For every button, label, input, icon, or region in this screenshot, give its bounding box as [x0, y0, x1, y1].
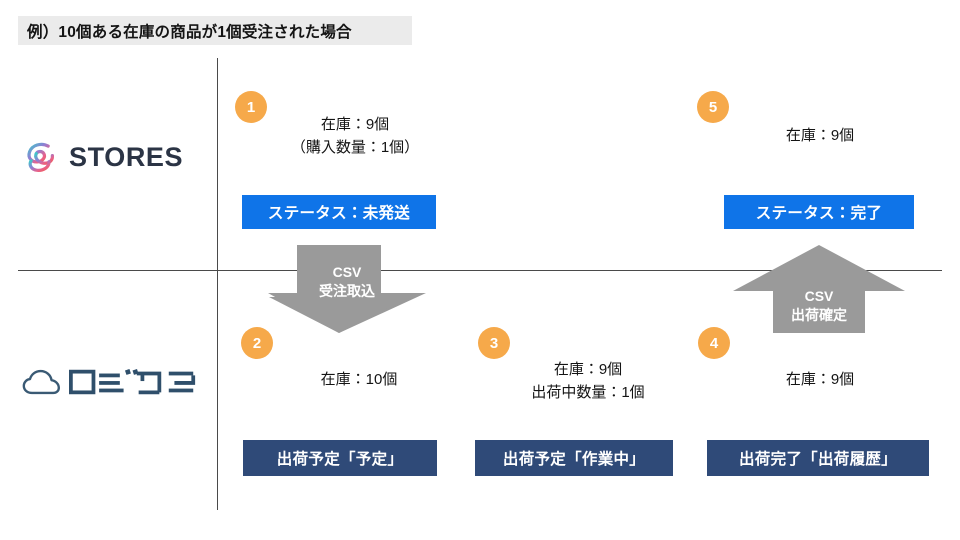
vertical-divider — [217, 58, 218, 510]
page-title-text: 例）10個ある在庫の商品が1個受注された場合 — [27, 23, 352, 41]
arrow-label-line1: CSV — [332, 264, 362, 280]
logikura-logo — [22, 362, 202, 402]
status-badge-logikura-planned[interactable]: 出荷予定「予定」 — [243, 440, 437, 476]
page-title: 例）10個ある在庫の商品が1個受注された場合 — [18, 16, 412, 45]
step-badge-1: 1 — [235, 91, 267, 123]
step-values-3: 在庫：9個 出荷中数量：1個 — [500, 358, 676, 405]
status-badge-label: ステータス：未発送 — [267, 205, 411, 222]
step-value-line: 在庫：9個 — [320, 116, 390, 133]
step-badge-3: 3 — [478, 327, 510, 359]
step-number-2: 2 — [252, 334, 262, 352]
arrow-csv-shipment-confirm: CSV 出荷確定 — [733, 245, 905, 333]
step-values-1: 在庫：9個 （購入数量：1個） — [280, 113, 430, 160]
step-value-line: 在庫：10個 — [320, 371, 398, 388]
status-badge-logikura-inprogress[interactable]: 出荷予定「作業中」 — [475, 440, 673, 476]
step-number-3: 3 — [489, 334, 499, 352]
step-badge-4: 4 — [698, 327, 730, 359]
step-value-line: 在庫：9個 — [553, 361, 623, 378]
step-values-2: 在庫：10個 — [284, 368, 434, 391]
stores-wordmark: STORES — [69, 141, 184, 172]
step-value-line: 在庫：9個 — [785, 127, 855, 144]
arrow-label-line1: CSV — [804, 288, 834, 304]
status-badge-label: 出荷予定「予定」 — [276, 451, 404, 468]
status-badge-label: 出荷完了「出荷履歴」 — [738, 451, 897, 468]
step-number-4: 4 — [709, 334, 719, 352]
horizontal-divider — [18, 270, 942, 271]
status-badge-label: 出荷予定「作業中」 — [502, 451, 646, 468]
step-number-5: 5 — [708, 98, 718, 116]
step-value-line: （購入数量：1個） — [290, 139, 420, 157]
stores-logo: STORES — [22, 136, 198, 178]
step-values-5: 在庫：9個 — [745, 124, 895, 147]
arrow-label-line2: 出荷確定 — [791, 307, 847, 323]
step-value-line: 在庫：9個 — [785, 371, 855, 388]
step-value-line: 出荷中数量：1個 — [531, 384, 645, 402]
step-badge-5: 5 — [697, 91, 729, 123]
status-badge-logikura-shipped[interactable]: 出荷完了「出荷履歴」 — [707, 440, 929, 476]
logikura-wordmark — [69, 367, 197, 397]
status-badge-stores-unshipped[interactable]: ステータス：未発送 — [242, 195, 436, 229]
status-badge-stores-complete[interactable]: ステータス：完了 — [724, 195, 914, 229]
stores-swirl-icon — [22, 138, 60, 176]
step-values-4: 在庫：9個 — [745, 368, 895, 391]
step-badge-2: 2 — [241, 327, 273, 359]
status-badge-label: ステータス：完了 — [755, 205, 883, 222]
arrow-csv-order-import: CSV 受注取込 — [268, 245, 426, 333]
arrow-label-line2: 受注取込 — [319, 283, 375, 299]
step-number-1: 1 — [246, 98, 256, 116]
cloud-icon — [22, 367, 62, 397]
